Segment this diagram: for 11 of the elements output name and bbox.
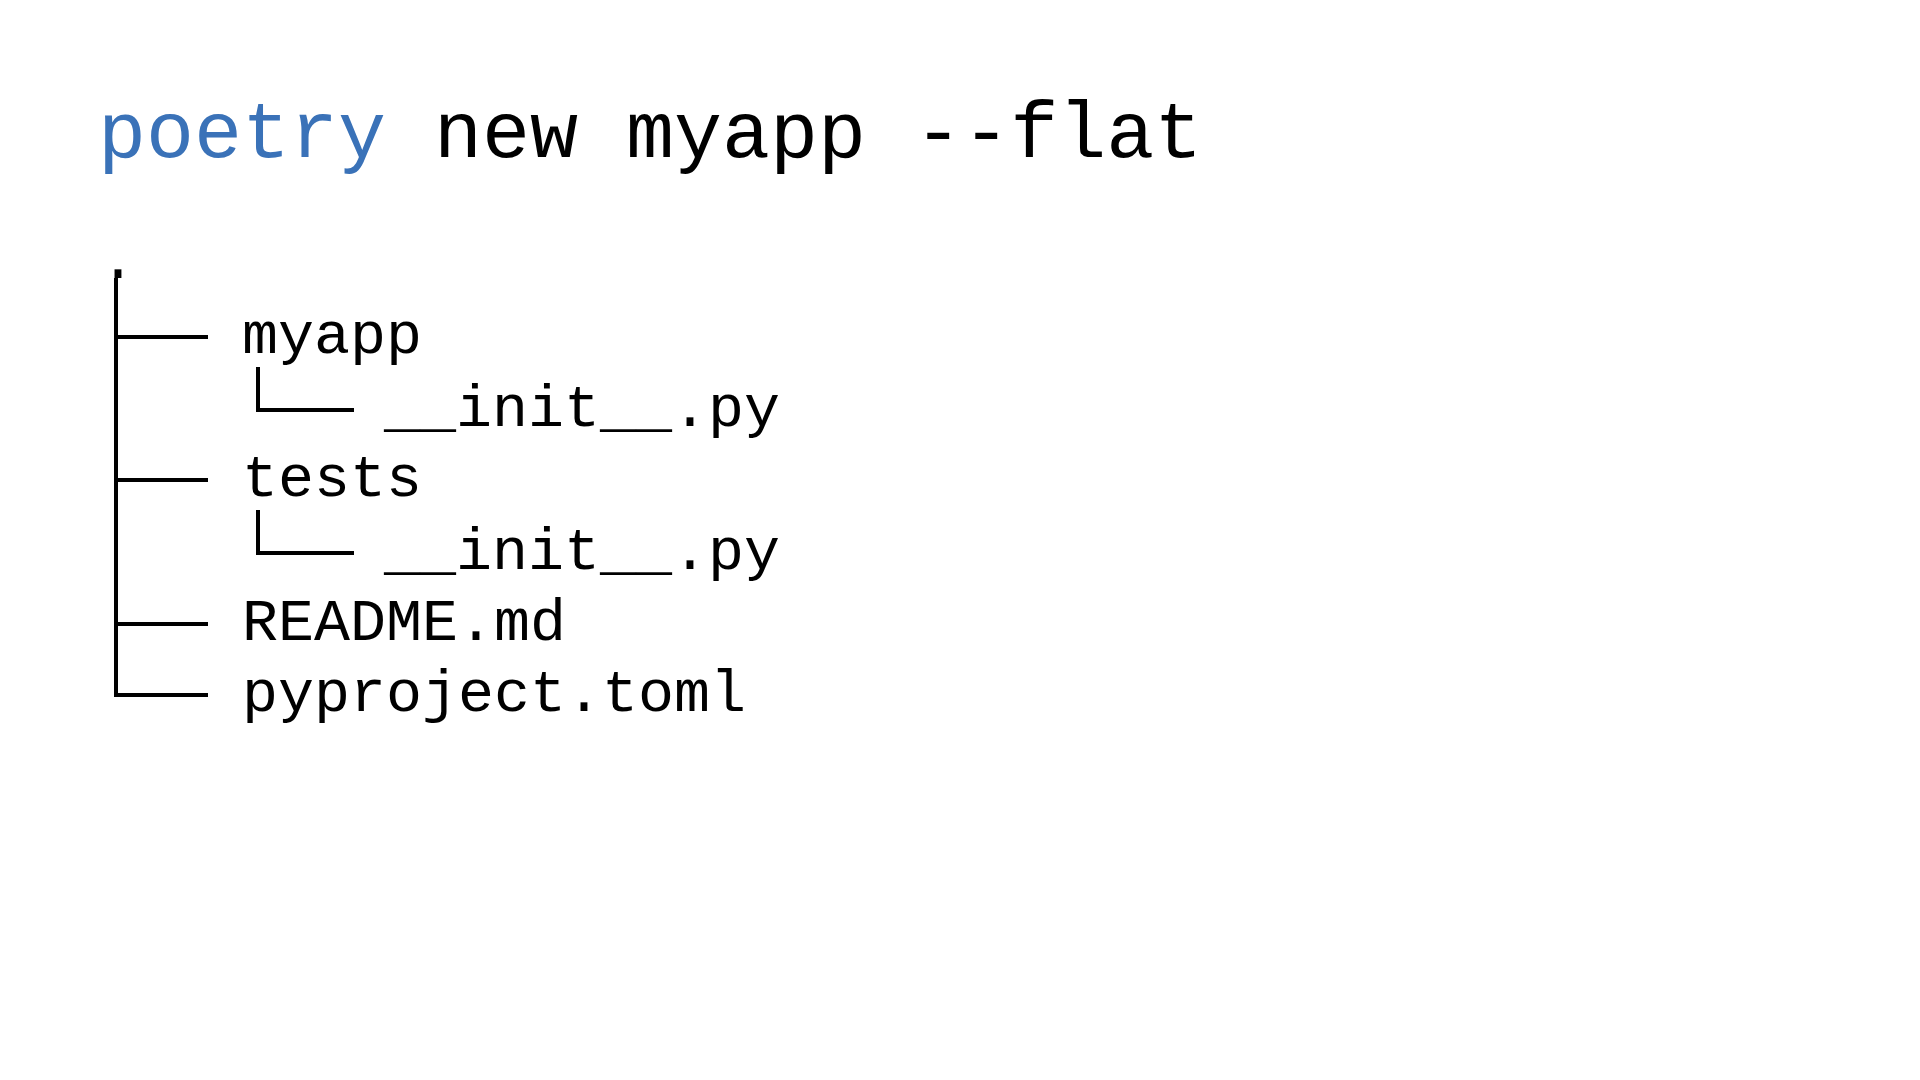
root-dot: . [100,229,136,295]
file-name: __init__.py [354,520,781,586]
tree-connector [114,278,208,697]
command-title: poetry new myapp --flat [98,89,1203,183]
tree-connector [256,367,354,412]
folder-name: tests [208,447,423,513]
tree-connector [256,510,354,555]
folder-name: myapp [208,304,423,370]
file-name: __init__.py [354,377,781,443]
file-name: pyproject.toml [208,662,747,728]
file-name: README.md [208,591,567,657]
